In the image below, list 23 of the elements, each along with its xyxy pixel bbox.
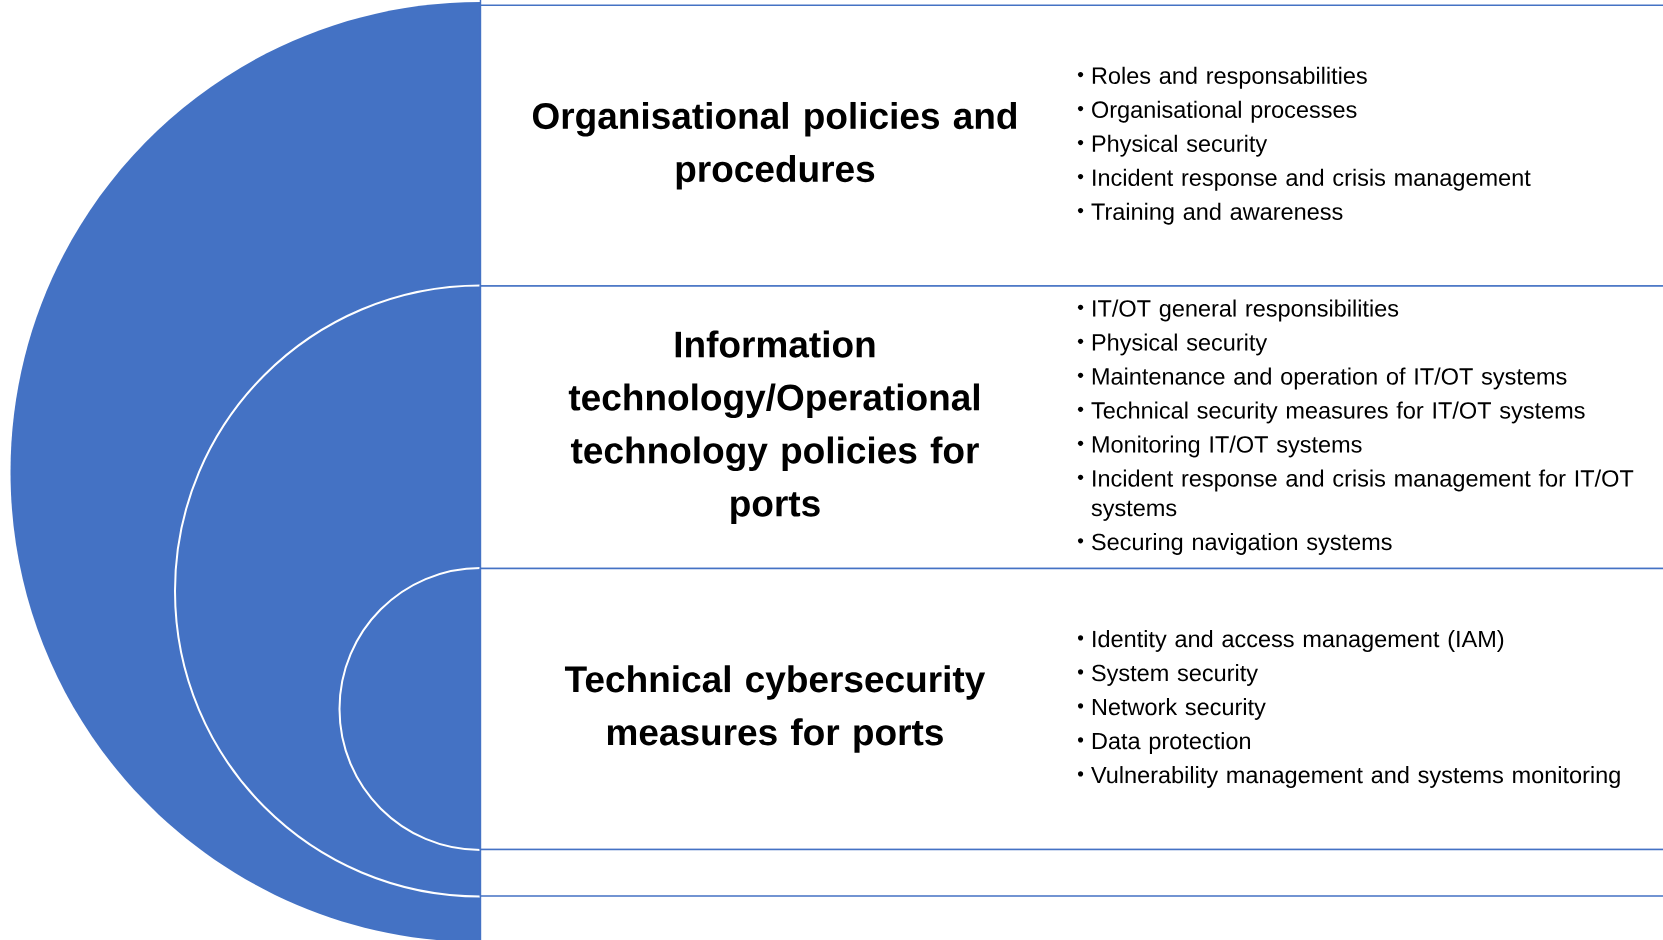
bullet-item: Data protection (1092, 732, 1250, 754)
bullet-item: Incident response and crisis management (1093, 168, 1531, 191)
bullet-item: Training and awareness (1091, 202, 1343, 225)
bullet-item: IT/OT general responsibilities (1093, 299, 1399, 322)
bullet-item: Technical security measures for IT/OT systems (1091, 401, 1585, 424)
bullet-item: Network security (1092, 698, 1266, 720)
bullet-item: System security (1092, 664, 1258, 686)
band-heading: Technical cybersecurity measures for ports (564, 665, 986, 753)
bullet-item: Maintenance and operation of IT/OT systems (1092, 367, 1567, 390)
bullet-item: Securing navigation systems (1092, 533, 1392, 555)
band-box (479, 285, 1663, 570)
band-heading: Organisational policies and procedures (532, 101, 1017, 190)
bullet-item: Monitoring IT/OT systems (1092, 435, 1362, 458)
bullet-item: Vulnerability management and systems monitoring (1091, 766, 1620, 788)
bullet-item: Identity and access management (IAM) (1093, 630, 1504, 652)
bullet-item: Physical security (1092, 333, 1268, 356)
bullet-item: Physical security (1092, 134, 1268, 157)
band-box (479, 4, 1663, 287)
bullet-item: Roles and responsabilities (1092, 66, 1367, 89)
bullet-item: Organisational processes (1092, 100, 1357, 123)
band-heading: Information technology/Operational technology policies for ports (568, 330, 979, 524)
empty-band (479, 848, 1663, 897)
bullet-item: Incident response and crisis management for IT/OT systems (1091, 469, 1634, 521)
